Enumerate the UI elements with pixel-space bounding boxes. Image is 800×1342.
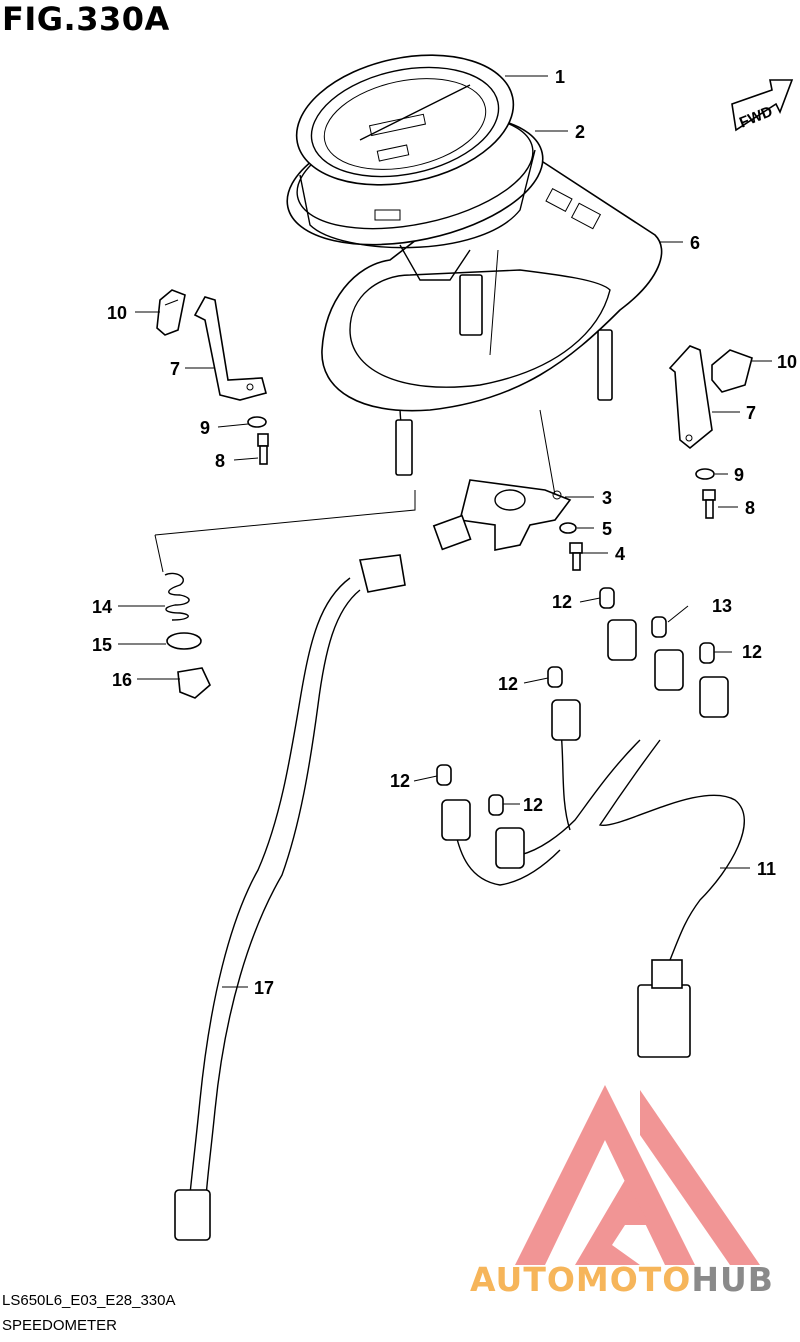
bulb-13-part: [651, 616, 667, 638]
speedometer-assembly-part: [295, 54, 515, 186]
callout-12-a: 12: [552, 592, 572, 612]
bulb-12a-part: [599, 587, 615, 609]
watermark-brand-part-1: AUTOMOTO: [470, 1260, 691, 1299]
callout-4: 4: [615, 544, 625, 564]
callout-14: 14: [92, 597, 112, 617]
callout-12-c: 12: [498, 674, 518, 694]
callout-7-right: 7: [746, 403, 756, 423]
callout-9-right: 9: [734, 465, 744, 485]
speed-sensor-part: [432, 479, 572, 551]
callout-leaders: [118, 75, 772, 988]
grommet-16-part: [177, 667, 211, 699]
speedometer-cable-part: [174, 554, 406, 1241]
bracket-right-part: [668, 345, 713, 450]
automotohub-logo-icon: [515, 1085, 760, 1265]
screw-left-part: [257, 433, 269, 465]
callout-7-left: 7: [170, 359, 180, 379]
callout-3: 3: [602, 488, 612, 508]
callout-13: 13: [712, 596, 732, 616]
meter-bracket-part: [321, 159, 663, 476]
cushion-left-part: [156, 289, 186, 336]
screw-right-part: [702, 489, 716, 519]
callout-12-e: 12: [523, 795, 543, 815]
washer-sensor-part: [559, 522, 577, 534]
callout-10-right: 10: [777, 352, 797, 372]
screw-sensor-part: [569, 542, 583, 571]
washer-right-part: [695, 468, 715, 480]
callout-16: 16: [112, 670, 132, 690]
callout-5: 5: [602, 519, 612, 539]
bulb-12c-part: [547, 666, 563, 688]
figure-name: SPEEDOMETER: [2, 1317, 118, 1334]
callout-11: 11: [757, 859, 776, 879]
callout-10-left: 10: [107, 303, 127, 323]
washer-left-part: [247, 416, 267, 428]
callout-12-b: 12: [742, 642, 762, 662]
fwd-arrow-icon: FWD: [731, 79, 794, 132]
lamp-harness-part: [441, 619, 745, 1058]
bulb-12d-part: [436, 764, 452, 786]
callout-9-left: 9: [200, 418, 210, 438]
cushion-right-part: [711, 349, 753, 393]
bulb-12e-part: [488, 794, 504, 816]
callout-1: 1: [555, 67, 565, 87]
spring-part: [164, 572, 190, 621]
watermark-brand: AUTOMOTOHUB: [470, 1260, 774, 1299]
watermark-brand-part-2: HUB: [691, 1260, 774, 1299]
figure-code: LS650L6_E03_E28_330A: [2, 1292, 176, 1309]
callout-6: 6: [690, 233, 700, 253]
callout-labels: 1 2 6 10 7 9 8 10 7 9 8 3 5 4 14 15 16 1…: [92, 67, 797, 998]
callout-8-right: 8: [745, 498, 755, 518]
callout-15: 15: [92, 635, 112, 655]
washer-15-part: [166, 632, 202, 650]
bracket-left-part: [193, 296, 267, 401]
callout-12-d: 12: [390, 771, 410, 791]
figure-title: FIG.330A: [2, 0, 170, 38]
bulb-12b-part: [699, 642, 715, 664]
callout-2: 2: [575, 122, 585, 142]
callout-17: 17: [254, 978, 274, 998]
callout-8-left: 8: [215, 451, 225, 471]
